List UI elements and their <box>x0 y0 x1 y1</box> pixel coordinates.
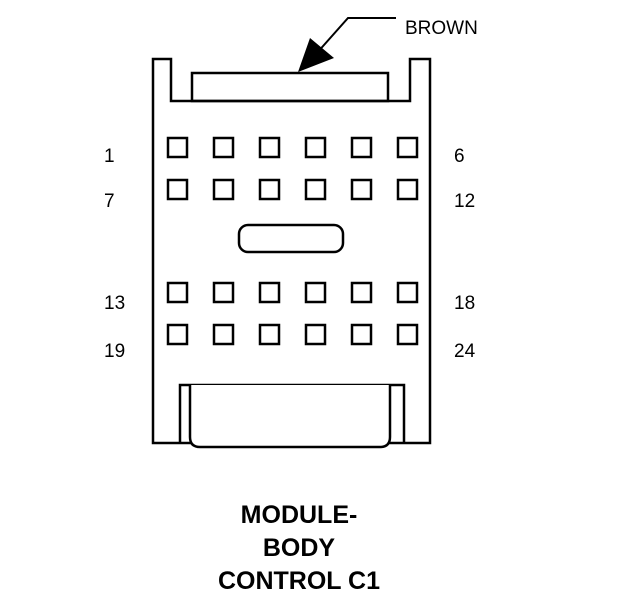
pin-label-13: 13 <box>104 293 125 314</box>
pin-cavity-22 <box>304 323 327 346</box>
pin-label-18: 18 <box>454 293 475 314</box>
pin-cavity-9 <box>258 178 281 201</box>
pin-cavity-4 <box>304 136 327 159</box>
pin-cavity-18 <box>396 281 419 304</box>
pin-label-24: 24 <box>454 341 476 362</box>
pin-cavity-3 <box>258 136 281 159</box>
pin-cavity-6 <box>396 136 419 159</box>
pin-cavity-2 <box>212 136 235 159</box>
pin-cavity-7 <box>166 178 189 201</box>
top-lock-tab <box>190 71 390 103</box>
pin-cavity-11 <box>350 178 373 201</box>
pin-cavity-23 <box>350 323 373 346</box>
brown-wire-leader <box>315 17 396 55</box>
bottom-latch-inner <box>188 385 392 449</box>
pin-label-19: 19 <box>104 341 125 362</box>
pin-cavity-15 <box>258 281 281 304</box>
caption-line-2: BODY <box>263 534 336 562</box>
pin-cavity-17 <box>350 281 373 304</box>
pin-label-7: 7 <box>104 191 115 212</box>
pin-label-1: 1 <box>104 146 115 167</box>
wire-color-label: BROWN <box>405 18 478 39</box>
center-key <box>237 223 345 254</box>
pin-cavity-21 <box>258 323 281 346</box>
pin-cavity-12 <box>396 178 419 201</box>
pin-cavity-5 <box>350 136 373 159</box>
pin-cavity-24 <box>396 323 419 346</box>
brown-wire-arrowhead <box>298 38 334 72</box>
pin-cavities <box>166 136 419 346</box>
pin-cavity-8 <box>212 178 235 201</box>
pin-cavity-13 <box>166 281 189 304</box>
pin-label-6: 6 <box>454 146 465 167</box>
pin-label-12: 12 <box>454 191 475 212</box>
caption-line-3: CONTROL C1 <box>218 567 380 595</box>
pin-cavity-10 <box>304 178 327 201</box>
pin-cavity-1 <box>166 136 189 159</box>
pin-cavity-19 <box>166 323 189 346</box>
pin-cavity-14 <box>212 281 235 304</box>
pin-cavity-20 <box>212 323 235 346</box>
caption-line-1: MODULE- <box>241 501 358 529</box>
pin-cavity-16 <box>304 281 327 304</box>
